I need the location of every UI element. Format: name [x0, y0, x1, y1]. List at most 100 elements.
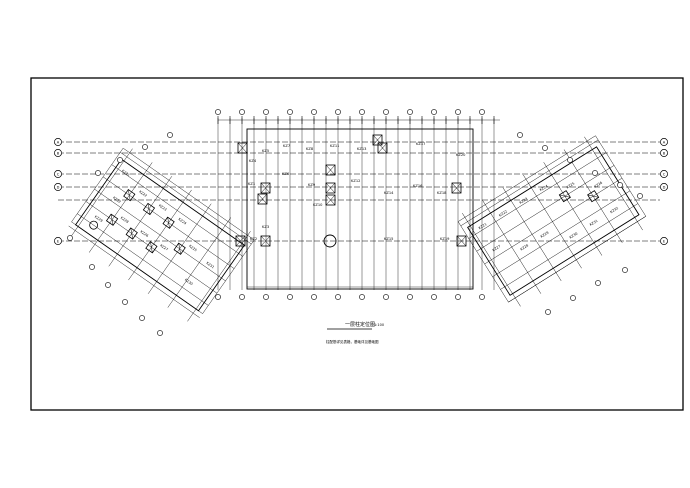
axis-bubble-top	[287, 109, 293, 115]
wing-axis-bubble	[622, 267, 628, 273]
column-label: KZ28	[519, 243, 529, 251]
axis-bubble-top	[263, 109, 269, 115]
axis-bubble	[54, 170, 62, 178]
column-label: KZ29	[94, 215, 104, 223]
column-label: KZ4	[249, 159, 257, 163]
axis-bubble-top	[335, 109, 341, 115]
wing-axis-bubble	[570, 295, 576, 301]
column-label: KZ15	[384, 237, 393, 241]
left-wing-dimension-frame	[71, 147, 255, 314]
column-block	[260, 235, 271, 247]
column-label: KZ12	[351, 179, 360, 183]
axis-bubble	[54, 138, 62, 146]
wing-grid-line	[120, 152, 252, 245]
column-block	[237, 142, 248, 154]
column-hatch	[128, 189, 131, 201]
wing-axis-bubble	[595, 280, 601, 286]
axis-bubble	[660, 138, 668, 146]
axis-bubble	[660, 183, 668, 191]
column-label: KZ22	[138, 190, 148, 198]
wing-axis-bubble	[105, 282, 111, 288]
column-label: KZ3	[262, 225, 269, 229]
column-label: KZ21	[478, 222, 488, 230]
axis-bubble-label: E	[57, 239, 60, 243]
column-hatch	[559, 194, 571, 198]
axis-bubble	[660, 149, 668, 157]
column-block	[456, 235, 467, 247]
column-block	[558, 190, 571, 203]
column-label: KZ16	[413, 184, 423, 188]
column-hatch	[260, 182, 271, 194]
column-label: KZ2	[250, 237, 257, 241]
axis-bubble	[54, 183, 62, 191]
column-label: KZ9	[308, 183, 316, 187]
column-block	[257, 193, 268, 205]
column-label: KZ28	[120, 216, 130, 224]
column-hatch	[456, 235, 467, 247]
axis-bubble-top	[479, 109, 485, 115]
column-label: KZ20	[456, 153, 466, 157]
drawing-border	[30, 77, 684, 411]
column-hatch	[325, 182, 336, 194]
axis-bubble-label: B	[663, 151, 666, 155]
wing-axis-bubble	[139, 315, 145, 321]
column-label: KZ7	[283, 144, 290, 148]
column-block	[162, 216, 175, 229]
wing-grid-line	[460, 139, 599, 226]
column-block	[372, 134, 383, 146]
wing-grid-line	[500, 203, 638, 290]
column-hatch	[167, 217, 170, 229]
column-block	[587, 190, 600, 203]
axis-bubble-top	[407, 109, 413, 115]
wing-axis-bubble	[89, 264, 95, 270]
axis-bubble-top	[431, 109, 437, 115]
axis-bubble-bottom	[215, 294, 221, 300]
left-wing-grid: KZ21KZ22KZ23KZ24KZ25KZ26KZ27KZ28KZ29KZ30…	[68, 147, 255, 322]
wing-axis-bubble	[67, 235, 73, 241]
column-label: KZ31	[205, 261, 215, 269]
right-wing-dimension-frame	[457, 135, 647, 303]
wing-axis-bubble	[117, 157, 123, 163]
axis-bubble-bottom	[239, 294, 245, 300]
wing-grid-line	[484, 177, 623, 265]
column-block	[260, 182, 271, 194]
axis-bubble-bottom	[431, 294, 437, 300]
column-hatch	[325, 194, 336, 206]
column-hatch	[178, 243, 181, 255]
column-label: KZ30	[184, 278, 194, 286]
column-labels: KZ1KZ2KZ3KZ4KZ5KZ6KZ7KZ8KZ9KZ10KZ11KZ12K…	[248, 142, 466, 241]
column-block	[123, 189, 136, 202]
column-hatch	[587, 194, 599, 198]
column-label: KZ24	[539, 184, 549, 192]
column-label: KZ10	[313, 203, 323, 207]
column-hatch	[260, 235, 271, 247]
wing-axis-bubble	[542, 145, 548, 151]
column-label: KZ18	[437, 191, 447, 195]
axis-bubble-bottom	[263, 294, 269, 300]
axis-bubble-bottom	[383, 294, 389, 300]
axis-bubble-bottom	[335, 294, 341, 300]
center-outline	[246, 128, 474, 290]
wing-grid-line	[94, 188, 226, 282]
column-label: KZ25	[188, 244, 198, 252]
column-block	[105, 213, 119, 226]
axis-bubble	[54, 237, 62, 245]
column-hatch	[130, 227, 133, 240]
column-block	[325, 182, 336, 194]
column-label: KZ13	[357, 147, 366, 151]
axis-bubble-label: C	[57, 172, 60, 176]
column-label: KZ26	[140, 230, 150, 238]
wing-axis-bubble	[122, 299, 128, 305]
column-label: KZ24	[178, 217, 188, 225]
column-hatch	[377, 142, 388, 154]
column-label: KZ19	[440, 237, 450, 241]
column-block	[125, 227, 138, 240]
column-label: KZ1	[248, 182, 255, 186]
column-label: KZ32	[609, 206, 619, 214]
column-label: KZ5	[262, 149, 269, 153]
axis-bubble-label: A	[57, 140, 60, 144]
wing-grid-line	[468, 152, 607, 239]
center-block-grid	[58, 116, 660, 290]
